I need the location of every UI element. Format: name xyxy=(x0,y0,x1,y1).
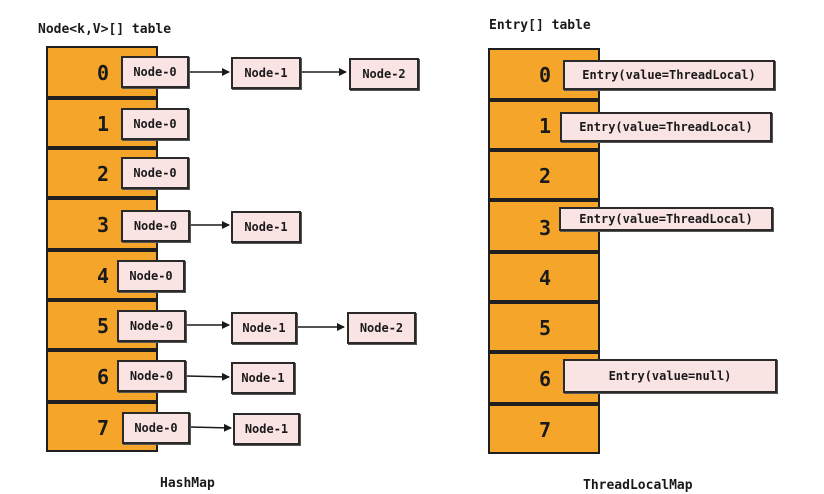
hashmap-node: Node-1 xyxy=(231,362,295,394)
slot-index: 1 xyxy=(96,112,110,136)
threadlocalmap-slot: 5 xyxy=(488,302,600,352)
hashmap-node: Node-1 xyxy=(231,57,301,89)
threadlocalmap-caption: ThreadLocalMap xyxy=(583,478,693,493)
hashmap-node: Node-2 xyxy=(347,312,416,344)
threadlocalmap-slot: 7 xyxy=(488,404,600,454)
slot-index: 5 xyxy=(96,314,110,338)
slot-index: 2 xyxy=(538,164,552,188)
slot-index: 1 xyxy=(538,114,552,138)
slot-index: 7 xyxy=(96,416,110,440)
slot-index: 5 xyxy=(538,316,552,340)
threadlocalmap-slot: 2 xyxy=(488,150,600,200)
threadlocalmap-table-label: Entry[] table xyxy=(489,18,591,33)
slot-index: 3 xyxy=(96,213,110,237)
slot-index: 6 xyxy=(538,367,552,391)
hashmap-table-label: Node<k,V>[] table xyxy=(38,22,172,37)
hashmap-node: Node-1 xyxy=(231,211,301,243)
slot-index: 7 xyxy=(538,418,552,442)
slot-index: 0 xyxy=(96,61,110,85)
hashmap-node: Node-0 xyxy=(117,360,186,392)
threadlocalmap-entry: Entry(value=ThreadLocal) xyxy=(560,112,772,142)
chain-arrow xyxy=(189,423,232,432)
hashmap-node: Node-1 xyxy=(233,413,300,445)
hashmap-node: Node-0 xyxy=(121,108,189,140)
threadlocalmap-entry: Entry(value=null) xyxy=(563,359,777,393)
hashmap-node: Node-0 xyxy=(121,210,190,242)
slot-index: 4 xyxy=(96,264,110,288)
slot-index: 2 xyxy=(96,162,110,186)
hashmap-node: Node-0 xyxy=(117,310,186,342)
hashmap-node: Node-0 xyxy=(117,260,185,292)
hashmap-caption: HashMap xyxy=(160,476,215,491)
chain-arrow xyxy=(185,372,230,381)
hashmap-node: Node-0 xyxy=(121,56,189,88)
hashmap-node: Node-1 xyxy=(231,312,297,344)
hashmap-node: Node-0 xyxy=(121,157,189,189)
slot-index: 6 xyxy=(96,365,110,389)
threadlocalmap-entry: Entry(value=ThreadLocal) xyxy=(559,207,773,231)
hashmap-node: Node-2 xyxy=(349,58,419,90)
slot-index: 4 xyxy=(538,266,552,290)
threadlocalmap-entry: Entry(value=ThreadLocal) xyxy=(563,60,775,90)
slot-index: 0 xyxy=(538,63,552,87)
slot-index: 3 xyxy=(538,216,552,240)
threadlocalmap-slot: 4 xyxy=(488,252,600,302)
hashmap-node: Node-0 xyxy=(122,412,190,444)
